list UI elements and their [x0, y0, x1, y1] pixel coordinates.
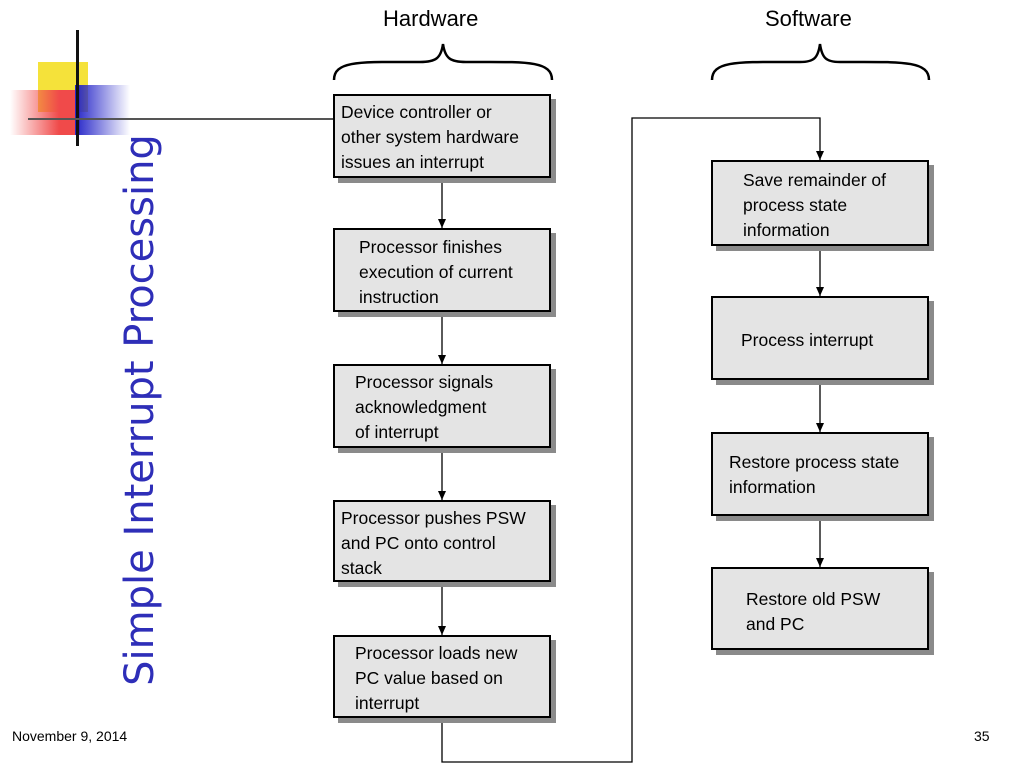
hardware-brace: [332, 43, 554, 81]
software-step-1: Save remainder of process state informat…: [711, 160, 929, 246]
decor-vertical-line: [76, 30, 79, 146]
software-step-3: Restore process state information: [711, 432, 929, 516]
decor-logo: [0, 0, 334, 150]
decor-blue-square: [75, 85, 130, 135]
arrow-hw-to-sw: [441, 117, 824, 763]
hardware-step-5: Processor loads new PC value based on in…: [333, 635, 551, 718]
hardware-step-1: Device controller or other system hardwa…: [333, 94, 551, 178]
hardware-step-3: Processor signals acknowledgment of inte…: [333, 364, 551, 448]
decor-horizontal-line: [28, 118, 334, 120]
hardware-header: Hardware: [383, 6, 479, 31]
hardware-step-4: Processor pushes PSW and PC onto control…: [333, 500, 551, 582]
software-header: Software: [765, 6, 852, 31]
decor-red-bar: [10, 90, 80, 135]
hardware-step-2: Processor finishes execution of current …: [333, 228, 551, 312]
page-number: 35: [974, 728, 990, 744]
footer-date: November 9, 2014: [12, 728, 128, 744]
software-step-4: Restore old PSW and PC: [711, 567, 929, 650]
software-brace: [710, 43, 931, 81]
software-step-2: Process interrupt: [711, 296, 929, 380]
